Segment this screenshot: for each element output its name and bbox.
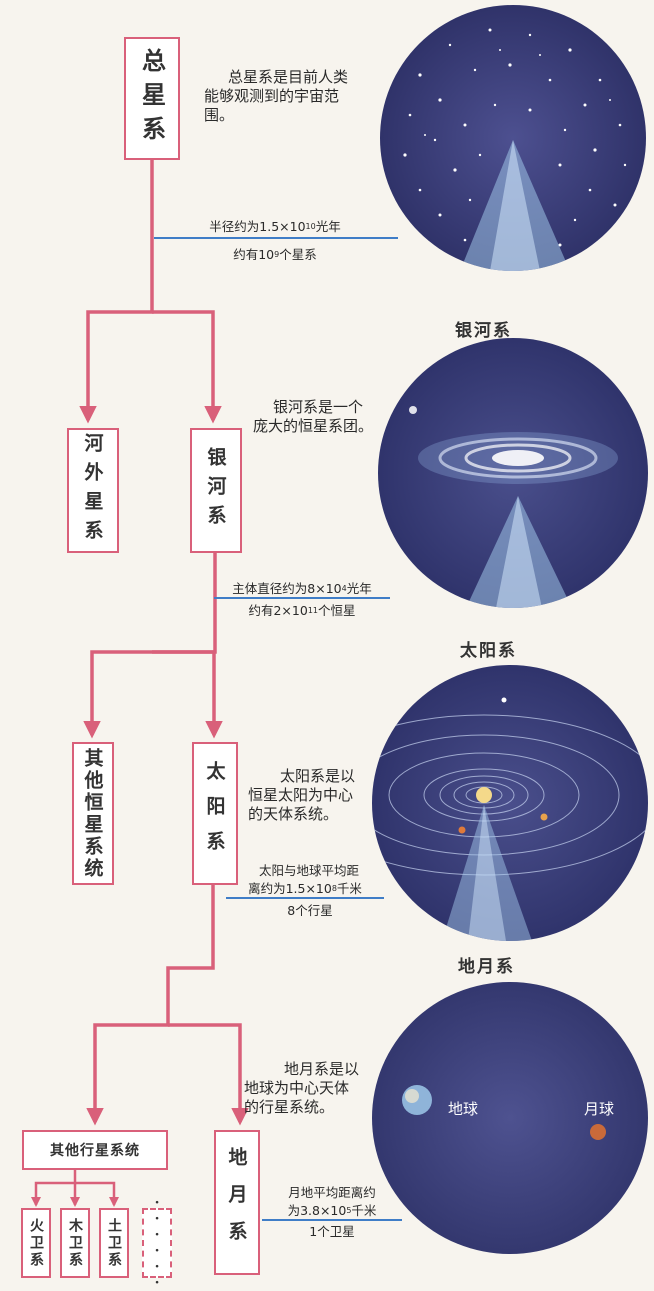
node-earth-moon: 地月系 xyxy=(214,1130,260,1275)
universe-radius-stat: 半径约为1.5×1010光年 xyxy=(209,219,341,234)
earth-label: 地球 xyxy=(448,1100,479,1118)
node-solar-system: 太阳系 xyxy=(192,742,238,885)
node-other-planet-systems: 其他行星系统 xyxy=(22,1130,168,1170)
earth-moon-description: 地月系是以地球为中心天体的行星系统。 xyxy=(244,1060,360,1116)
galaxy-description: 银河系是一个庞大的恒星系团。 xyxy=(253,398,374,435)
planets-icon xyxy=(402,1085,606,1140)
moon-label: 月球 xyxy=(584,1100,615,1118)
connector-solar-earthmoon xyxy=(168,1023,249,1126)
solar-description: 太阳系是以恒星太阳为中心的天体系统。 xyxy=(248,767,356,823)
connector-universe xyxy=(79,160,154,424)
spiral-galaxy-icon xyxy=(409,406,618,608)
solar-distance-stat-2: 离约为1.5×108千米 xyxy=(226,880,384,899)
solar-system-image xyxy=(372,665,648,941)
moon-distance-stat-2: 为3.8×105千米 xyxy=(262,1202,402,1221)
galaxy-diameter-stat: 主体直径约为8×104光年 xyxy=(214,580,390,599)
earth-moon-image xyxy=(372,982,648,1254)
galaxy-count-stat: 约有2×1011个恒星 xyxy=(248,603,356,618)
node-extragalactic: 河外星系 xyxy=(67,428,119,553)
connector-galaxy-solar xyxy=(152,650,223,739)
solar-distance-stat-1: 太阳与地球平均距 xyxy=(258,863,359,878)
connector-galaxy xyxy=(83,553,217,739)
node-universe: 总星系 xyxy=(124,37,180,160)
connector-universe-galaxy xyxy=(152,310,222,424)
node-mars-moons: 火卫系 xyxy=(21,1208,51,1278)
stars-icon xyxy=(403,28,627,271)
galaxy-circle-label: 银河系 xyxy=(455,321,512,341)
universe-image xyxy=(380,5,646,271)
node-galaxy: 银河系 xyxy=(190,428,242,553)
universe-description: 总星系是目前人类能够观测到的宇宙范围。 xyxy=(204,68,349,124)
galaxy-image xyxy=(378,338,648,608)
node-other-star-systems: 其他恒星系统 xyxy=(72,742,114,885)
node-more-ellipsis: ······ xyxy=(142,1195,172,1291)
moon-distance-stat-1: 月地平均距离约 xyxy=(288,1185,376,1200)
node-saturn-moons: 土卫系 xyxy=(99,1208,129,1278)
solar-circle-label: 太阳系 xyxy=(460,641,517,661)
solar-planets-stat: 8个行星 xyxy=(287,903,333,918)
connector-planets xyxy=(31,1170,77,1207)
node-jupiter-moons: 木卫系 xyxy=(60,1208,90,1278)
orbits-icon xyxy=(372,697,648,941)
moon-satellites-stat: 1个卫星 xyxy=(309,1224,355,1239)
connector-solar xyxy=(86,885,215,1126)
earth-moon-circle-label: 地月系 xyxy=(458,957,515,977)
universe-count-stat: 约有109个星系 xyxy=(233,247,317,262)
